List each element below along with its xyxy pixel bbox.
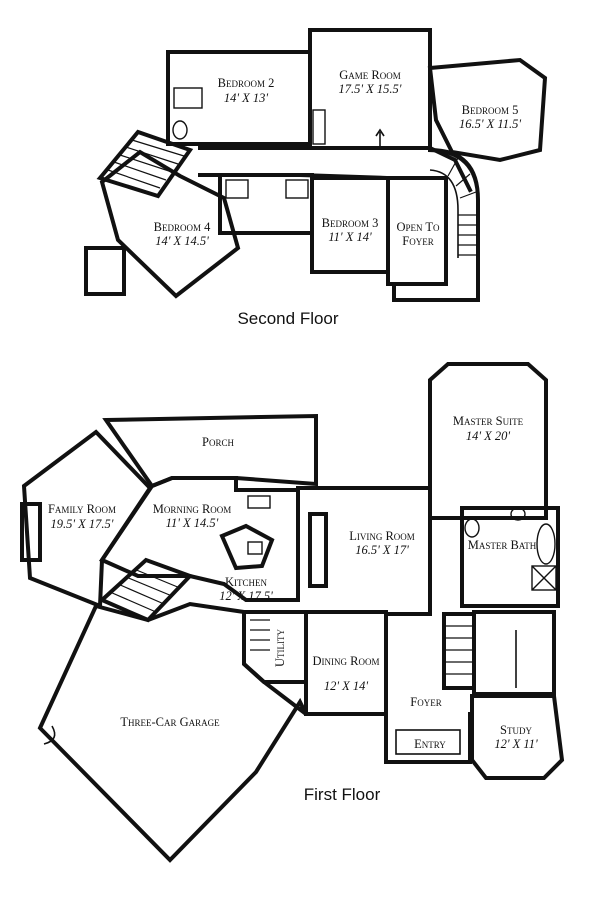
bedroom-5-dims: 16.5' X 11.5' (459, 117, 521, 131)
bedroom-3-walls (310, 176, 390, 274)
study-dims: 12' X 11' (494, 737, 538, 751)
porch-name: Porch (202, 435, 234, 449)
bathtub-icon (173, 87, 203, 109)
bathtub-icon (536, 523, 556, 565)
left-stair-treads (109, 568, 181, 613)
foyer-wall (384, 602, 432, 616)
bedroom-5-name: Bedroom 5 (462, 103, 519, 117)
bedroom-4-name: Bedroom 4 (154, 220, 211, 234)
walk-in-closet-walls (472, 610, 556, 696)
bedroom-4-closet (84, 246, 126, 296)
front-stair-outline (442, 612, 476, 690)
game-room-dims: 17.5' X 15.5' (339, 82, 402, 96)
sink-icon (285, 179, 309, 199)
living-room-dims: 16.5' X 17' (355, 543, 409, 557)
master-suite-name: Master Suite (453, 414, 524, 428)
bedroom-4-walls (99, 149, 241, 299)
left-stair-outline (96, 129, 194, 199)
garage-walls (37, 601, 308, 863)
front-stair-treads (444, 625, 474, 675)
second-floor-title: Second Floor (237, 309, 338, 328)
closet-icon (312, 109, 326, 145)
curved-stair-inner (429, 169, 459, 258)
dining-room-walls (304, 610, 388, 716)
family-room-dims: 19.5' X 17.5' (51, 517, 114, 531)
kitchen-name: Kitchen (225, 575, 268, 589)
sink-icon (510, 507, 526, 521)
entry-porch-icon (395, 729, 461, 755)
garage-door-swing (43, 725, 56, 745)
living-room-name: Living Room (349, 529, 415, 543)
second-floor: Bedroom 2 14' X 13' Game Room 17.5' X 15… (84, 28, 548, 328)
open-to-foyer-dims: Foyer (402, 234, 433, 248)
family-room-name: Family Room (48, 502, 116, 516)
master-suite-dims: 14' X 20' (466, 429, 511, 443)
sink-icon (247, 541, 263, 555)
hallway-wall-top (198, 146, 473, 193)
sink-icon (225, 179, 249, 199)
utility-shelves (250, 619, 270, 651)
dining-room-dims: 12' X 14' (324, 679, 369, 693)
game-room-name: Game Room (339, 68, 401, 82)
bedroom-5-walls (427, 57, 548, 163)
fireplace-icon (20, 502, 42, 562)
left-stair-outline (98, 557, 194, 623)
open-to-foyer-name: Open To (396, 220, 440, 234)
living-fireplace-icon (308, 512, 328, 588)
left-stair-treads (107, 139, 185, 189)
bedroom-3-name: Bedroom 3 (322, 216, 379, 230)
study-name: Study (500, 723, 532, 737)
master-bath-name: Master Bath (468, 538, 537, 552)
bedroom-2-name: Bedroom 2 (218, 76, 275, 90)
first-floor-title: First Floor (304, 785, 381, 804)
morning-room-name: Morning Room (153, 502, 232, 516)
bedroom-2-dims: 14' X 13' (224, 91, 269, 105)
morning-room-dims: 11' X 14.5' (166, 516, 219, 530)
utility-name: Utility (273, 628, 287, 667)
study-walls (470, 694, 565, 780)
shower-icon (531, 565, 557, 591)
foyer-name: Foyer (410, 695, 441, 709)
bedroom-3-dims: 11' X 14' (328, 230, 372, 244)
curved-stair-outer (427, 147, 480, 260)
balcony-wall (392, 256, 480, 302)
living-room-wall (296, 486, 432, 606)
first-floor: Porch Master Suite 14' X 20' Family Room… (20, 362, 565, 863)
toilet-icon (172, 120, 188, 140)
curved-stair-treads (447, 157, 478, 256)
bedroom-4-dims: 14' X 14.5' (155, 234, 209, 248)
hall-bath-walls (218, 173, 314, 235)
sink-icon (464, 518, 480, 538)
cooktop-icon (247, 495, 271, 509)
dining-room-name: Dining Room (313, 654, 380, 668)
kitchen-dims: 12' X 17.5' (219, 589, 273, 603)
master-bath-walls (460, 506, 560, 608)
garage-name: Three-Car Garage (120, 715, 220, 729)
entry-name: Entry (414, 737, 446, 751)
arrow-head-icon (375, 128, 385, 137)
kitchen-island (219, 523, 275, 571)
